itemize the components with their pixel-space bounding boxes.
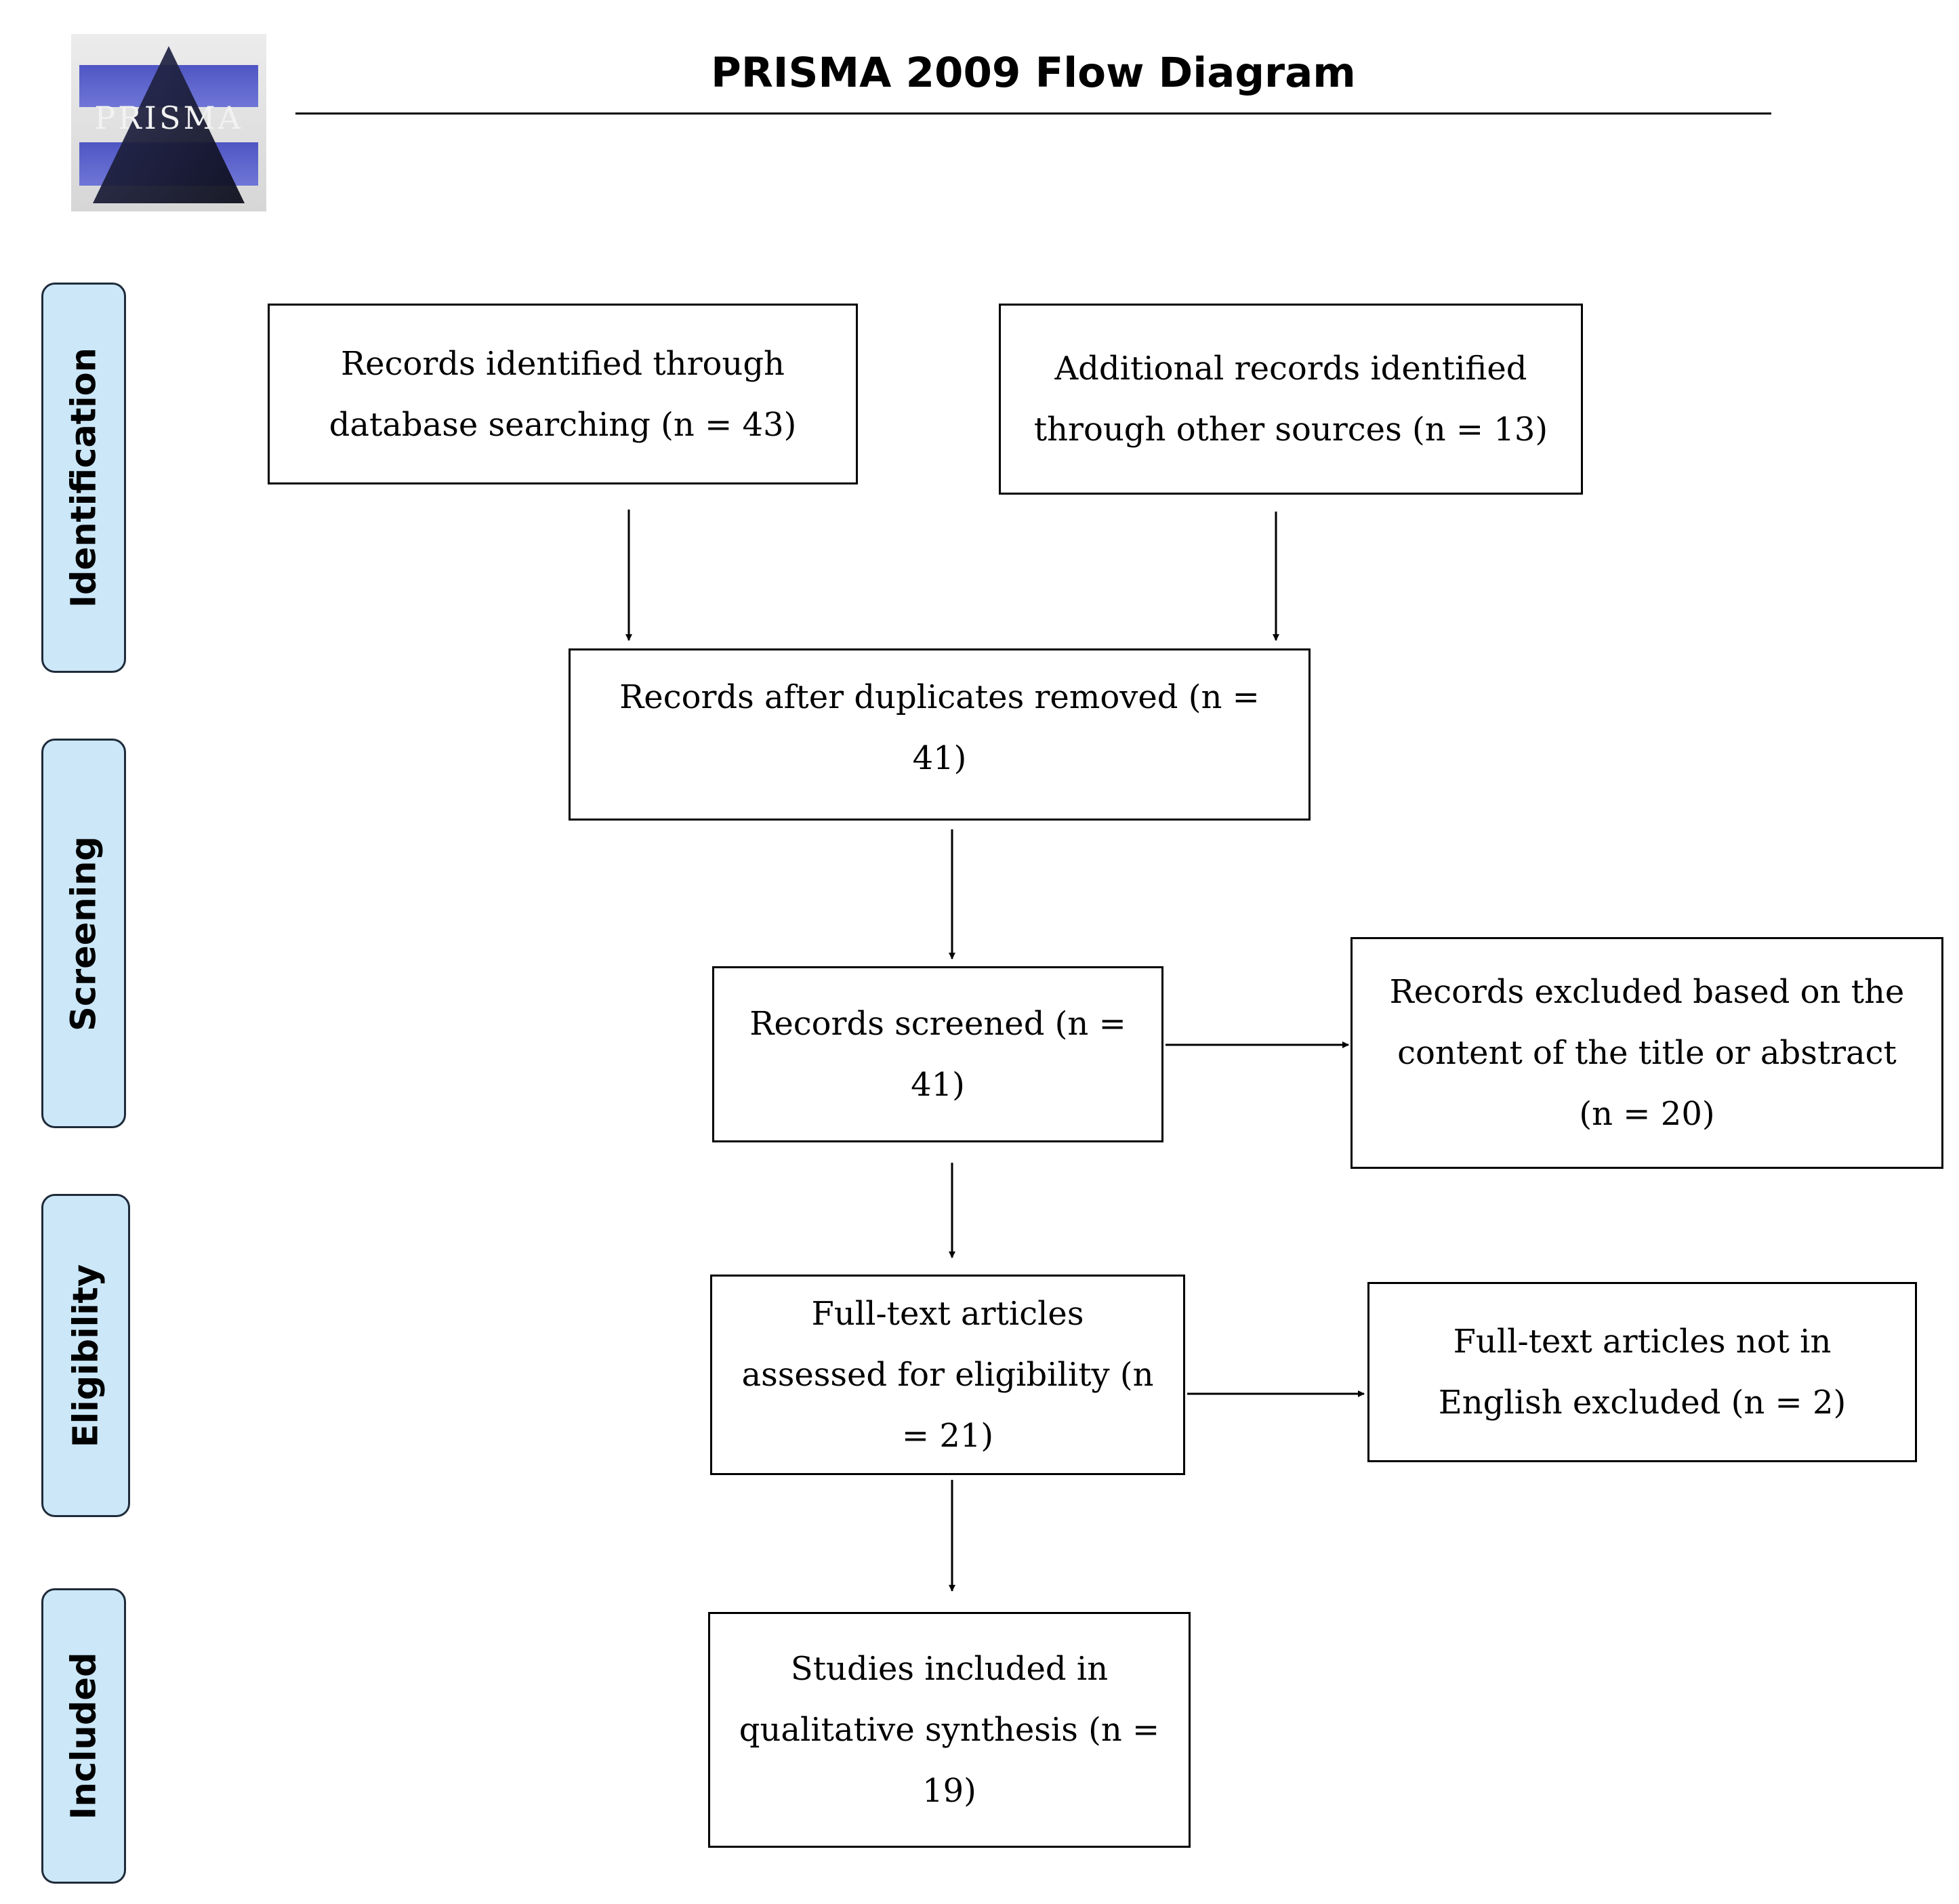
stage-included: Included xyxy=(41,1588,126,1884)
logo-text: PRISMA xyxy=(94,100,243,136)
box-database-records: Records identified through database sear… xyxy=(268,304,858,484)
prisma-logo-graphic: PRISMA xyxy=(71,34,266,211)
stage-eligibility-label: Eligibility xyxy=(66,1264,106,1447)
box-fulltext-assessed: Full-text articles assessed for eligibil… xyxy=(710,1275,1185,1475)
stage-screening-label: Screening xyxy=(64,835,104,1031)
box-screened-text: Records screened (n = 41) xyxy=(749,1005,1126,1104)
box-duplicates-removed: Records after duplicates removed (n = 41… xyxy=(569,648,1311,821)
box-included-studies: Studies included in qualitative synthesi… xyxy=(708,1612,1191,1848)
box-screened: Records screened (n = 41) xyxy=(712,966,1163,1142)
box-duplicates-removed-text: Records after duplicates removed (n = 41… xyxy=(619,678,1260,777)
box-other-records: Additional records identified through ot… xyxy=(999,304,1583,495)
box-excluded-title-abstract: Records excluded based on the content of… xyxy=(1350,937,1943,1169)
prisma-logo: PRISMA xyxy=(71,34,266,211)
stage-identification-label: Identification xyxy=(64,348,104,608)
stage-identification: Identification xyxy=(41,283,126,673)
box-other-records-text: Additional records identified through ot… xyxy=(1033,350,1548,449)
box-fulltext-not-english: Full-text articles not in English exclud… xyxy=(1367,1282,1917,1462)
box-fulltext-not-english-text: Full-text articles not in English exclud… xyxy=(1438,1323,1847,1422)
stage-included-label: Included xyxy=(64,1652,104,1820)
stage-eligibility: Eligibility xyxy=(41,1194,130,1517)
box-database-records-text: Records identified through database sear… xyxy=(329,344,797,444)
box-fulltext-assessed-text: Full-text articles assessed for eligibil… xyxy=(741,1295,1154,1455)
box-included-studies-text: Studies included in qualitative synthesi… xyxy=(739,1650,1160,1810)
box-excluded-title-abstract-text: Records excluded based on the content of… xyxy=(1389,973,1905,1133)
title-rule xyxy=(295,112,1771,115)
stage-screening: Screening xyxy=(41,739,126,1128)
page-title: PRISMA 2009 Flow Diagram xyxy=(711,49,1356,97)
